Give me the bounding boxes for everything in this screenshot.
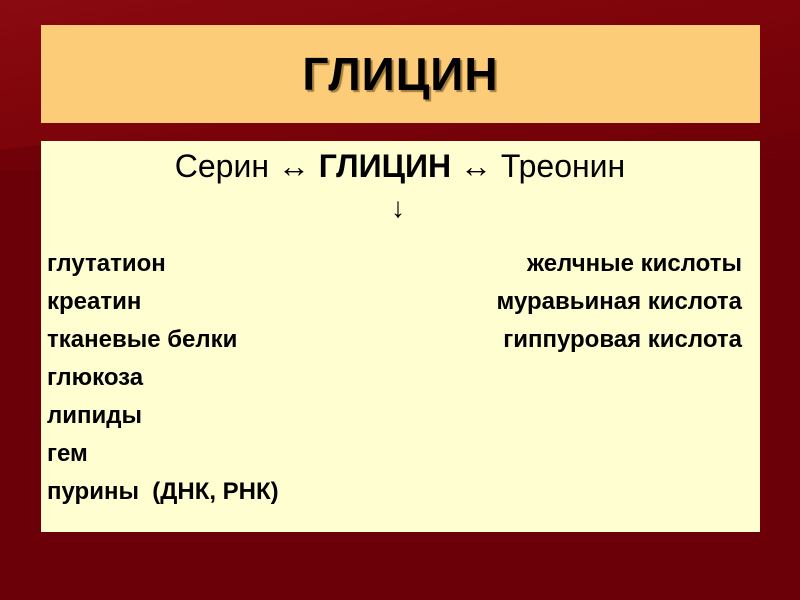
down-arrow-icon: ↓ bbox=[391, 192, 405, 223]
reaction-left: Серин bbox=[174, 148, 270, 184]
list-item: гем bbox=[47, 440, 88, 467]
left-right-arrow-icon: ↔ bbox=[277, 148, 310, 184]
title-box: ГЛИЦИН bbox=[41, 25, 760, 123]
reaction-center: ГЛИЦИН bbox=[318, 148, 452, 184]
list-item: гиппуровая кислота bbox=[503, 326, 742, 353]
list-item: пурины (ДНК, РНК) bbox=[47, 478, 279, 505]
list-item: тканевые белки bbox=[47, 326, 238, 353]
list-item: липиды bbox=[47, 402, 142, 429]
list-item: муравьиная кислота bbox=[496, 288, 742, 315]
list-item: креатин bbox=[47, 288, 142, 315]
list-item: глюкоза bbox=[47, 364, 144, 391]
left-list: глутатион креатин тканевые белки глюкоза… bbox=[47, 245, 279, 511]
content-box bbox=[41, 141, 760, 532]
slide-title: ГЛИЦИН bbox=[302, 48, 499, 100]
left-right-arrow-icon: ↔ bbox=[459, 148, 492, 184]
right-list: желчные кислоты муравьиная кислота гиппу… bbox=[497, 245, 742, 359]
list-item: желчные кислоты bbox=[527, 250, 742, 277]
reaction-right: Треонин bbox=[500, 148, 626, 184]
list-item: глутатион bbox=[47, 250, 166, 277]
reaction-line: Серин ↔ ГЛИЦИН ↔ Треонин bbox=[0, 146, 800, 186]
